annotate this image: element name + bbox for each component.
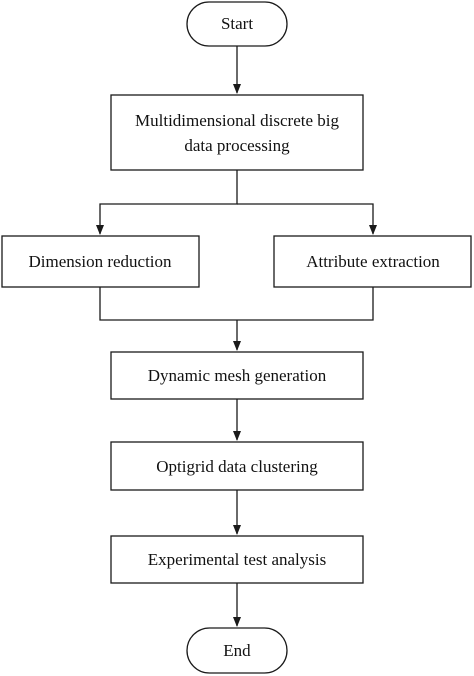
clustering-box xyxy=(110,441,364,491)
connectors xyxy=(96,46,377,627)
analysis-box xyxy=(110,535,364,584)
attribute-extraction-label: Attribute extraction xyxy=(306,252,440,271)
attribute-extraction-node: Attribute extraction xyxy=(273,235,472,288)
start-terminator-shape xyxy=(186,1,288,47)
mesh-generation-node: Dynamic mesh generation xyxy=(110,351,364,400)
processing-label-line2: data processing xyxy=(184,136,290,155)
arrow-processing-to-attribute-extraction xyxy=(237,203,377,235)
processing-node: Multidimensional discrete big data proce… xyxy=(110,94,364,171)
mesh-generation-label: Dynamic mesh generation xyxy=(148,366,327,385)
dimension-reduction-label: Dimension reduction xyxy=(28,252,172,271)
analysis-node: Experimental test analysis xyxy=(110,535,364,584)
arrow-processing-to-dimension-reduction xyxy=(96,170,238,235)
clustering-node: Optigrid data clustering xyxy=(110,441,364,491)
dimension-reduction-node: Dimension reduction xyxy=(1,235,200,288)
processing-label-line1: Multidimensional discrete big xyxy=(135,111,339,130)
start-label: Start xyxy=(221,14,253,33)
connector-dimension-reduction-merge xyxy=(99,287,374,321)
mesh-generation-box xyxy=(110,351,364,400)
analysis-label: Experimental test analysis xyxy=(148,550,326,569)
attribute-extraction-box xyxy=(273,235,472,288)
end-terminator-shape xyxy=(186,627,288,674)
start-node: Start xyxy=(186,1,288,47)
end-label: End xyxy=(223,641,251,660)
processing-box xyxy=(110,94,364,171)
end-node: End xyxy=(186,627,288,674)
dimension-reduction-box xyxy=(1,235,200,288)
clustering-label: Optigrid data clustering xyxy=(156,457,318,476)
